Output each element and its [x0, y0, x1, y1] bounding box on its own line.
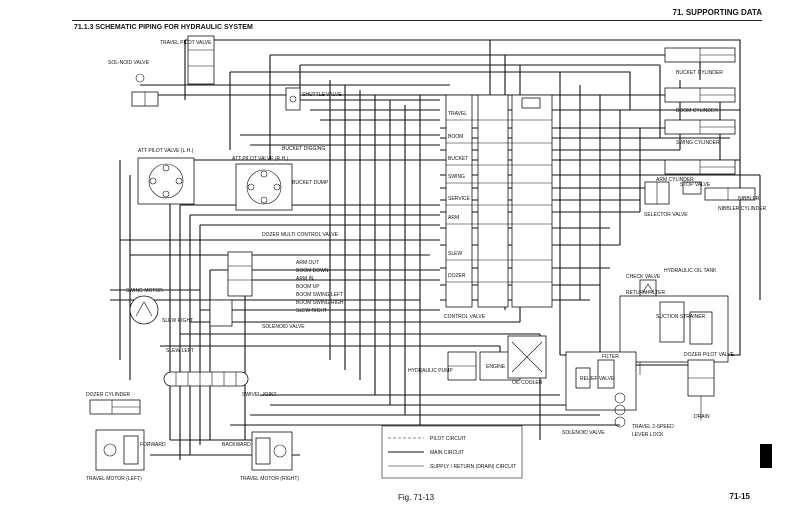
legend-supply: SUPPLY / RETURN (DRAIN) CIRCUIT — [430, 464, 516, 470]
hydraulic-oil-tank-symbol — [619, 295, 729, 375]
filter-relief-block — [565, 351, 715, 428]
swing-motor-symbol — [129, 295, 159, 325]
label-slew-right-1: SLEW RIGHT — [296, 308, 327, 314]
att-pilot-valve-right-symbol — [235, 163, 293, 211]
label-solenoid-valve: SOLENOID VALVE — [262, 324, 305, 330]
label-swivel-joint: SWIVEL JOINT — [242, 392, 277, 398]
travel-motor-right-symbol — [251, 431, 293, 471]
oil-cooler-symbol — [507, 335, 547, 379]
label-oil-cooler: OIL COOLER — [512, 380, 543, 386]
label-backward: BACKWARD — [222, 442, 251, 448]
header-rule — [72, 20, 762, 21]
shuttle-valve-symbol — [285, 87, 301, 111]
label-swing-motor: SWING MOTOR — [126, 288, 163, 294]
nibbler-cylinder-symbol — [704, 187, 756, 201]
label-sol-noid-valve: SOL-NOID VALVE — [108, 60, 150, 66]
label-stop-valve: STOP VALVE — [680, 182, 711, 188]
label-engine: ENGINE — [486, 364, 506, 370]
label-dozer-cylinder: DOZER CYLINDER — [86, 392, 131, 398]
label-spool-travel: TRAVEL — [448, 111, 467, 117]
dozer-multi-valve-symbol — [209, 251, 253, 327]
legend-pilot: PILOT CIRCUIT — [430, 436, 466, 442]
label-shuttle-valve: SHUTTLE VALVE — [302, 92, 342, 98]
label-hydraulic-pump: HYDRAULIC PUMP — [408, 368, 453, 374]
label-control-valve: CONTROL VALVE — [444, 314, 486, 320]
page-number: 71-15 — [729, 492, 750, 501]
label-nibbler: NIBBLER — [738, 196, 760, 202]
label-arm-cylinder: ARM CYLINDER — [656, 177, 694, 183]
label-relief-valve: RELIEF VALVE — [580, 376, 615, 382]
chapter-title: 71. SUPPORTING DATA — [672, 8, 763, 17]
label-travel-pilot-valve: TRAVEL PILOT VALVE — [160, 40, 212, 46]
travel-pilot-valve-symbol — [187, 35, 215, 85]
label-spool-dozer: DOZER — [448, 273, 466, 279]
solenoid-valve-symbol — [131, 73, 159, 107]
label-dozer-pilot-valve: DOZER PILOT VALVE — [684, 352, 735, 358]
label-travel-motor-left: TRAVEL MOTOR (LEFT) — [86, 476, 142, 482]
label-lever-lock: LEVER LOCK — [632, 432, 664, 438]
label-boom-up: BOOM UP — [296, 284, 320, 290]
circuit-legend — [381, 425, 523, 479]
hydraulic-pump-symbol — [447, 351, 477, 381]
label-bucket-dump: BUCKET DUMP — [292, 180, 329, 186]
diagram-labels: TRAVEL PILOT VALVE SOL-NOID VALVE SHUTTL… — [86, 40, 766, 482]
label-spool-arm: ARM — [448, 215, 459, 221]
travel-motor-left-symbol — [95, 429, 145, 471]
label-selector-valve: SELECTOR VALVE — [644, 212, 688, 218]
label-return-filter: RETURN FILTER — [626, 290, 665, 296]
arm-cylinder-symbol — [664, 159, 736, 175]
pipe-network — [110, 39, 760, 456]
label-bucket-cylinder: BUCKET CYLINDER — [676, 70, 723, 76]
label-arm-out: ARM OUT — [296, 260, 319, 266]
label-drain: DRAIN — [694, 414, 710, 420]
dozer-cylinder-symbol — [89, 399, 141, 415]
label-swing-cylinder: SWING CYLINDER — [676, 140, 720, 146]
label-slew-left: SLEW LEFT — [166, 348, 194, 354]
att-pilot-valve-left-symbol — [137, 157, 195, 205]
label-spool-bucket: BUCKET — [448, 156, 468, 162]
label-solenoid-valve-2: SOLENOID VALVE — [562, 430, 605, 436]
section-tab-marker — [760, 444, 772, 468]
label-check-valve: CHECK VALVE — [626, 274, 661, 280]
label-dozer-multi: DOZER MULTI CONTROL VALVE — [262, 232, 339, 238]
label-spool-swing: SWING — [448, 174, 465, 180]
label-boom-cylinder: BOOM CYLINDER — [676, 108, 718, 114]
legend-main: MAIN CIRCUIT — [430, 450, 464, 456]
label-travel-motor-right: TRAVEL MOTOR (RIGHT) — [240, 476, 299, 482]
label-spool-boom: BOOM — [448, 134, 463, 140]
label-spool-service: SERVICE — [448, 196, 471, 202]
figure-caption: Fig. 71-13 — [398, 493, 435, 502]
label-nibbler-cylinder: NIBBLER CYLINDER — [718, 206, 766, 212]
boom-cylinder-symbol — [664, 87, 736, 103]
swing-cylinder-symbol — [664, 119, 736, 135]
selector-valve-symbol — [644, 181, 702, 205]
vertical-pipes — [119, 40, 761, 460]
label-spool-slew: SLEW — [448, 251, 462, 257]
label-att-pilot-left: ATT PILOT VALVE (L.H.) — [138, 148, 194, 154]
label-slew-right-2: SLEW RIGHT — [162, 318, 193, 324]
label-boom-swing-left: BOOM SWING LEFT — [296, 292, 343, 298]
label-filter: FILTER — [602, 354, 619, 360]
label-forward: FORWARD — [140, 442, 166, 448]
control-valve-block — [445, 94, 553, 308]
swivel-joint-symbol — [163, 371, 249, 387]
label-boom-swing-right: BOOM SWING RIGHT — [296, 300, 347, 306]
section-title: 71.1.3 SCHEMATIC PIPING FOR HYDRAULIC SY… — [74, 24, 253, 31]
label-travel-2-speed: TRAVEL 2-SPEED — [632, 424, 674, 430]
label-boom-down: BOOM DOWN — [296, 268, 329, 274]
label-arm-in: ARM IN — [296, 276, 314, 282]
label-suction-strainer: SUCTION STRAINER — [656, 314, 706, 320]
label-hydraulic-oil-tank: HYDRAULIC OIL TANK — [664, 268, 717, 274]
label-bucket-digging: BUCKET DIGGING — [282, 146, 325, 152]
label-att-pilot-right: ATT PILOT VALVE (R.H.) — [232, 156, 289, 162]
bucket-cylinder-symbol — [664, 47, 736, 63]
